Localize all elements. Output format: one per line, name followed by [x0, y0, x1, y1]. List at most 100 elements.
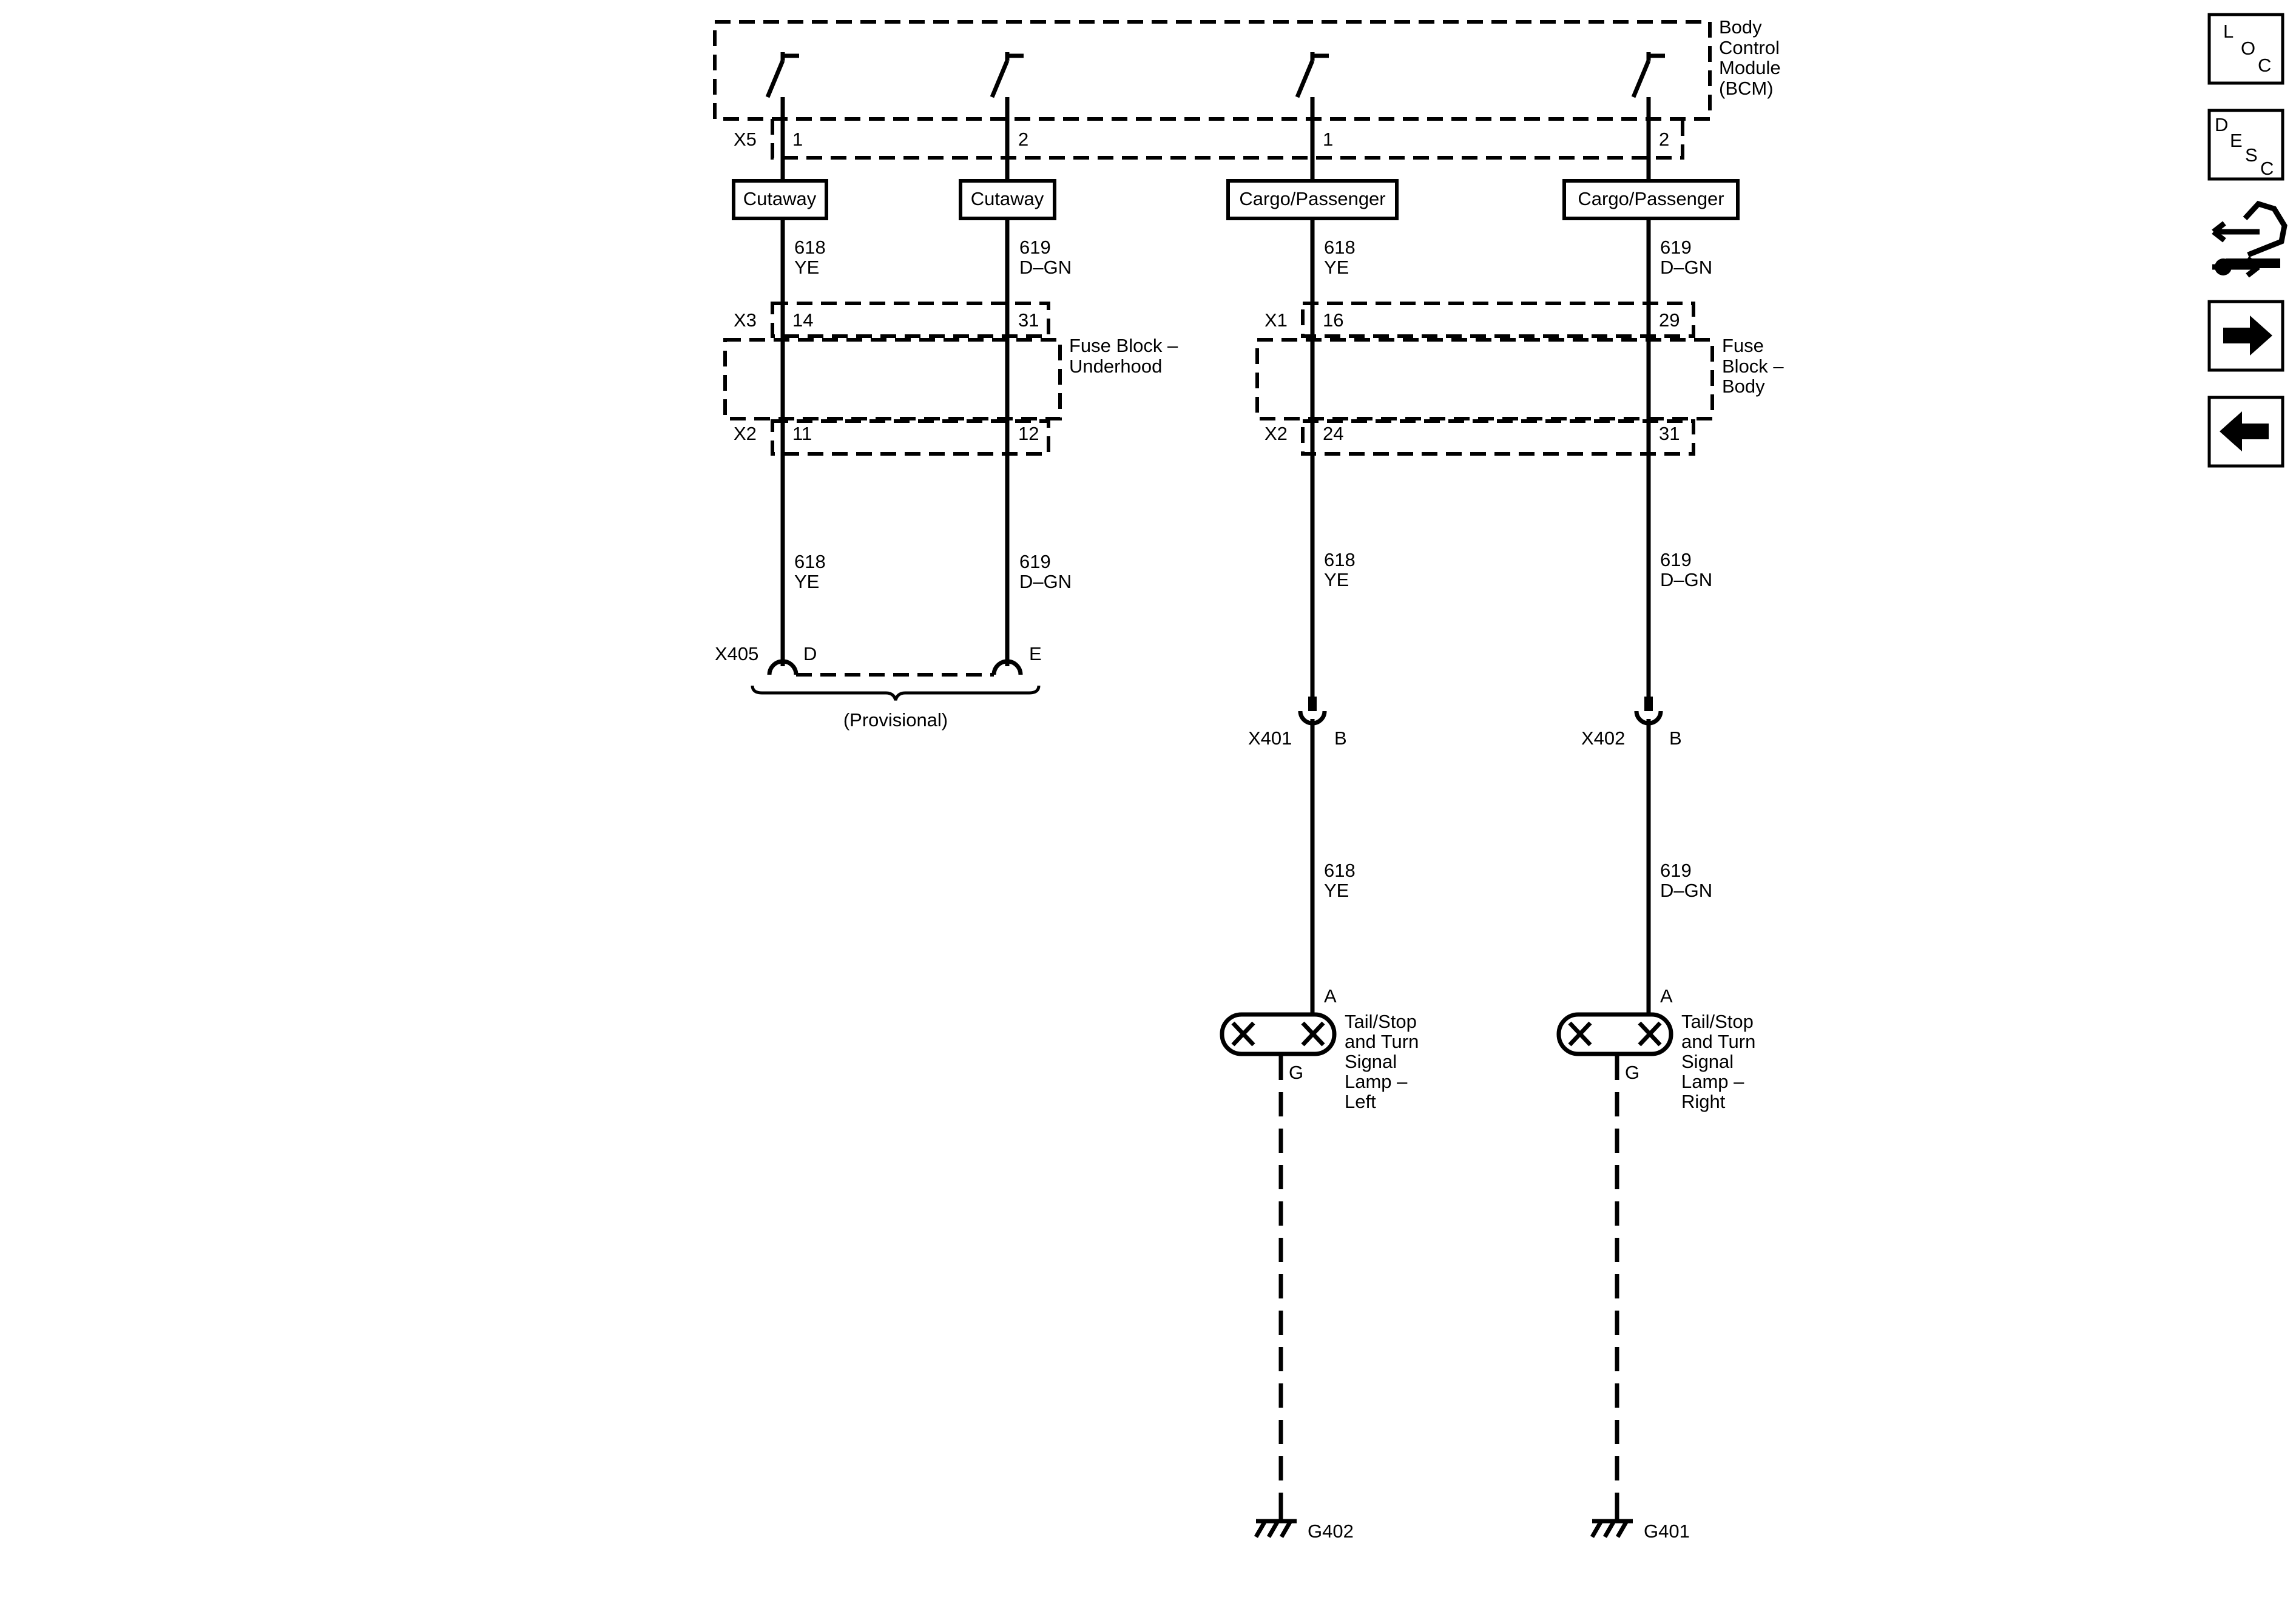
wire-label-619-c: 619: [1019, 551, 1051, 572]
bcm-module-outline: [713, 20, 1712, 121]
wire-color-ye-b: YE: [1324, 257, 1349, 278]
wire-color-ye-c: YE: [794, 571, 819, 592]
connector-repair-icon: [2212, 200, 2288, 278]
provisional-label: (Provisional): [843, 709, 948, 731]
lamp-left-label-1: Tail/Stop: [1345, 1011, 1417, 1032]
fuse-body-x1-outline: [1301, 302, 1695, 338]
x5-connector-outline: [771, 119, 1684, 160]
wire-label-618-c: 618: [794, 551, 826, 572]
bcm-switch-3: [1295, 52, 1329, 98]
svg-text:D: D: [2215, 114, 2228, 135]
wire-color-dgn-b: D–GN: [1660, 257, 1712, 278]
wire-label-619-a: 619: [1019, 237, 1051, 258]
x3-connector-label: X3: [734, 309, 757, 331]
bcm-label-line2: Control: [1719, 37, 1780, 58]
bcm-label-line4: (BCM): [1719, 78, 1774, 99]
wire-label-618-a: 618: [794, 237, 826, 258]
previous-page-button[interactable]: [2207, 396, 2284, 468]
next-page-arrow-icon: [2223, 316, 2272, 356]
x401-pin-b: B: [1334, 727, 1347, 749]
wire-label-619-e: 619: [1660, 860, 1692, 881]
previous-page-arrow-icon: [2220, 411, 2269, 451]
connector-repair-button[interactable]: [2212, 200, 2288, 278]
bcm-pin-2b: 2: [1659, 129, 1669, 150]
fuse-underhood-x2-outline: [771, 419, 1050, 456]
lamp-right-symbol: [1556, 1012, 1673, 1056]
wire-label-618-e: 618: [1324, 860, 1356, 881]
svg-text:O: O: [2241, 38, 2255, 59]
fuse-underhood-outline: [723, 338, 1062, 420]
fuse-body-label-line2: Block –: [1722, 356, 1784, 377]
x405-pin-e: E: [1029, 643, 1042, 664]
wire-color-ye-a: YE: [794, 257, 819, 278]
fuse-body-outline: [1255, 338, 1714, 420]
x405-pin-d-symbol: [767, 659, 799, 675]
ground-g402-symbol: [1254, 1514, 1297, 1538]
x402-connector-symbol: [1634, 697, 1663, 726]
fuse-underhood-label-line1: Fuse Block –: [1069, 335, 1178, 356]
bcm-label-line1: Body: [1719, 16, 1762, 38]
description-view-button[interactable]: D E S C: [2207, 109, 2284, 181]
option-label-cutaway-1: Cutaway: [743, 188, 817, 209]
bcm-pin-1b: 1: [1323, 129, 1333, 150]
fuse-underhood-label-line2: Underhood: [1069, 356, 1162, 377]
lamp-right-label-1: Tail/Stop: [1681, 1011, 1754, 1032]
lamp-left-pin-a: A: [1324, 985, 1337, 1007]
lamp-left-label-4: Lamp –: [1345, 1071, 1408, 1092]
lamp-right-pin-g: G: [1625, 1062, 1639, 1083]
svg-text:E: E: [2230, 130, 2243, 151]
x401-connector-symbol: [1298, 697, 1327, 726]
lamp-left-symbol: [1220, 1012, 1337, 1056]
x405-pin-d: D: [803, 643, 817, 664]
x2-connector-label-b: X2: [1264, 423, 1288, 444]
x2-connector-label-a: X2: [734, 423, 757, 444]
lamp-left-label-5: Left: [1345, 1091, 1376, 1112]
wire-label-619-d: 619: [1660, 549, 1692, 570]
option-box-cargo-2: [1562, 179, 1740, 220]
fuse-underhood-pin-31: 31: [1018, 309, 1039, 331]
option-box-cargo-1: [1226, 179, 1399, 220]
lamp-left-pin-g: G: [1289, 1062, 1303, 1083]
fuse-underhood-x3-outline: [771, 302, 1050, 338]
fuse-body-label-line1: Fuse: [1722, 335, 1764, 356]
fuse-underhood-pin-12: 12: [1018, 423, 1039, 444]
fuse-underhood-pin-14: 14: [792, 309, 813, 331]
ground-g401-symbol: [1590, 1514, 1633, 1538]
location-view-icon: L O C: [2223, 21, 2271, 76]
fuse-body-x2-outline: [1301, 419, 1695, 456]
lamp-right-label-5: Right: [1681, 1091, 1726, 1112]
option-label-cargo-1: Cargo/Passenger: [1239, 188, 1385, 209]
lamp-left-label-3: Signal: [1345, 1051, 1397, 1072]
bcm-pin-2a: 2: [1018, 129, 1028, 150]
x402-pin-b: B: [1669, 727, 1682, 749]
next-page-button[interactable]: [2207, 300, 2284, 372]
fuse-body-pin-31: 31: [1659, 423, 1680, 444]
ground-g402-label: G402: [1308, 1521, 1354, 1542]
option-label-cutaway-2: Cutaway: [971, 188, 1044, 209]
lamp-right-label-2: and Turn: [1681, 1031, 1755, 1052]
fuse-body-pin-29: 29: [1659, 309, 1680, 331]
location-view-button[interactable]: L O C: [2207, 13, 2284, 85]
bcm-pin-1a: 1: [792, 129, 803, 150]
wire-label-618-d: 618: [1324, 549, 1356, 570]
svg-text:C: C: [2258, 55, 2271, 76]
wire-color-dgn-e: D–GN: [1660, 880, 1712, 901]
wire-color-ye-e: YE: [1324, 880, 1349, 901]
wire-label-619-b: 619: [1660, 237, 1692, 258]
wire-color-dgn-a: D–GN: [1019, 257, 1072, 278]
x405-pin-e-symbol: [991, 659, 1023, 675]
bcm-switch-2: [990, 52, 1024, 98]
lamp-right-label-3: Signal: [1681, 1051, 1734, 1072]
svg-text:C: C: [2260, 158, 2274, 179]
option-label-cargo-2: Cargo/Passenger: [1578, 188, 1724, 209]
ground-g401-label: G401: [1644, 1521, 1690, 1542]
x1-connector-label: X1: [1264, 309, 1288, 331]
bcm-switch-1: [765, 52, 799, 98]
option-box-cutaway-1: [732, 179, 828, 220]
fuse-underhood-pin-11: 11: [792, 423, 812, 444]
fuse-body-pin-24: 24: [1323, 423, 1343, 444]
description-view-icon: D E S C: [2215, 114, 2274, 179]
lamp-right-pin-a: A: [1660, 985, 1673, 1007]
bcm-label-line3: Module: [1719, 57, 1781, 78]
